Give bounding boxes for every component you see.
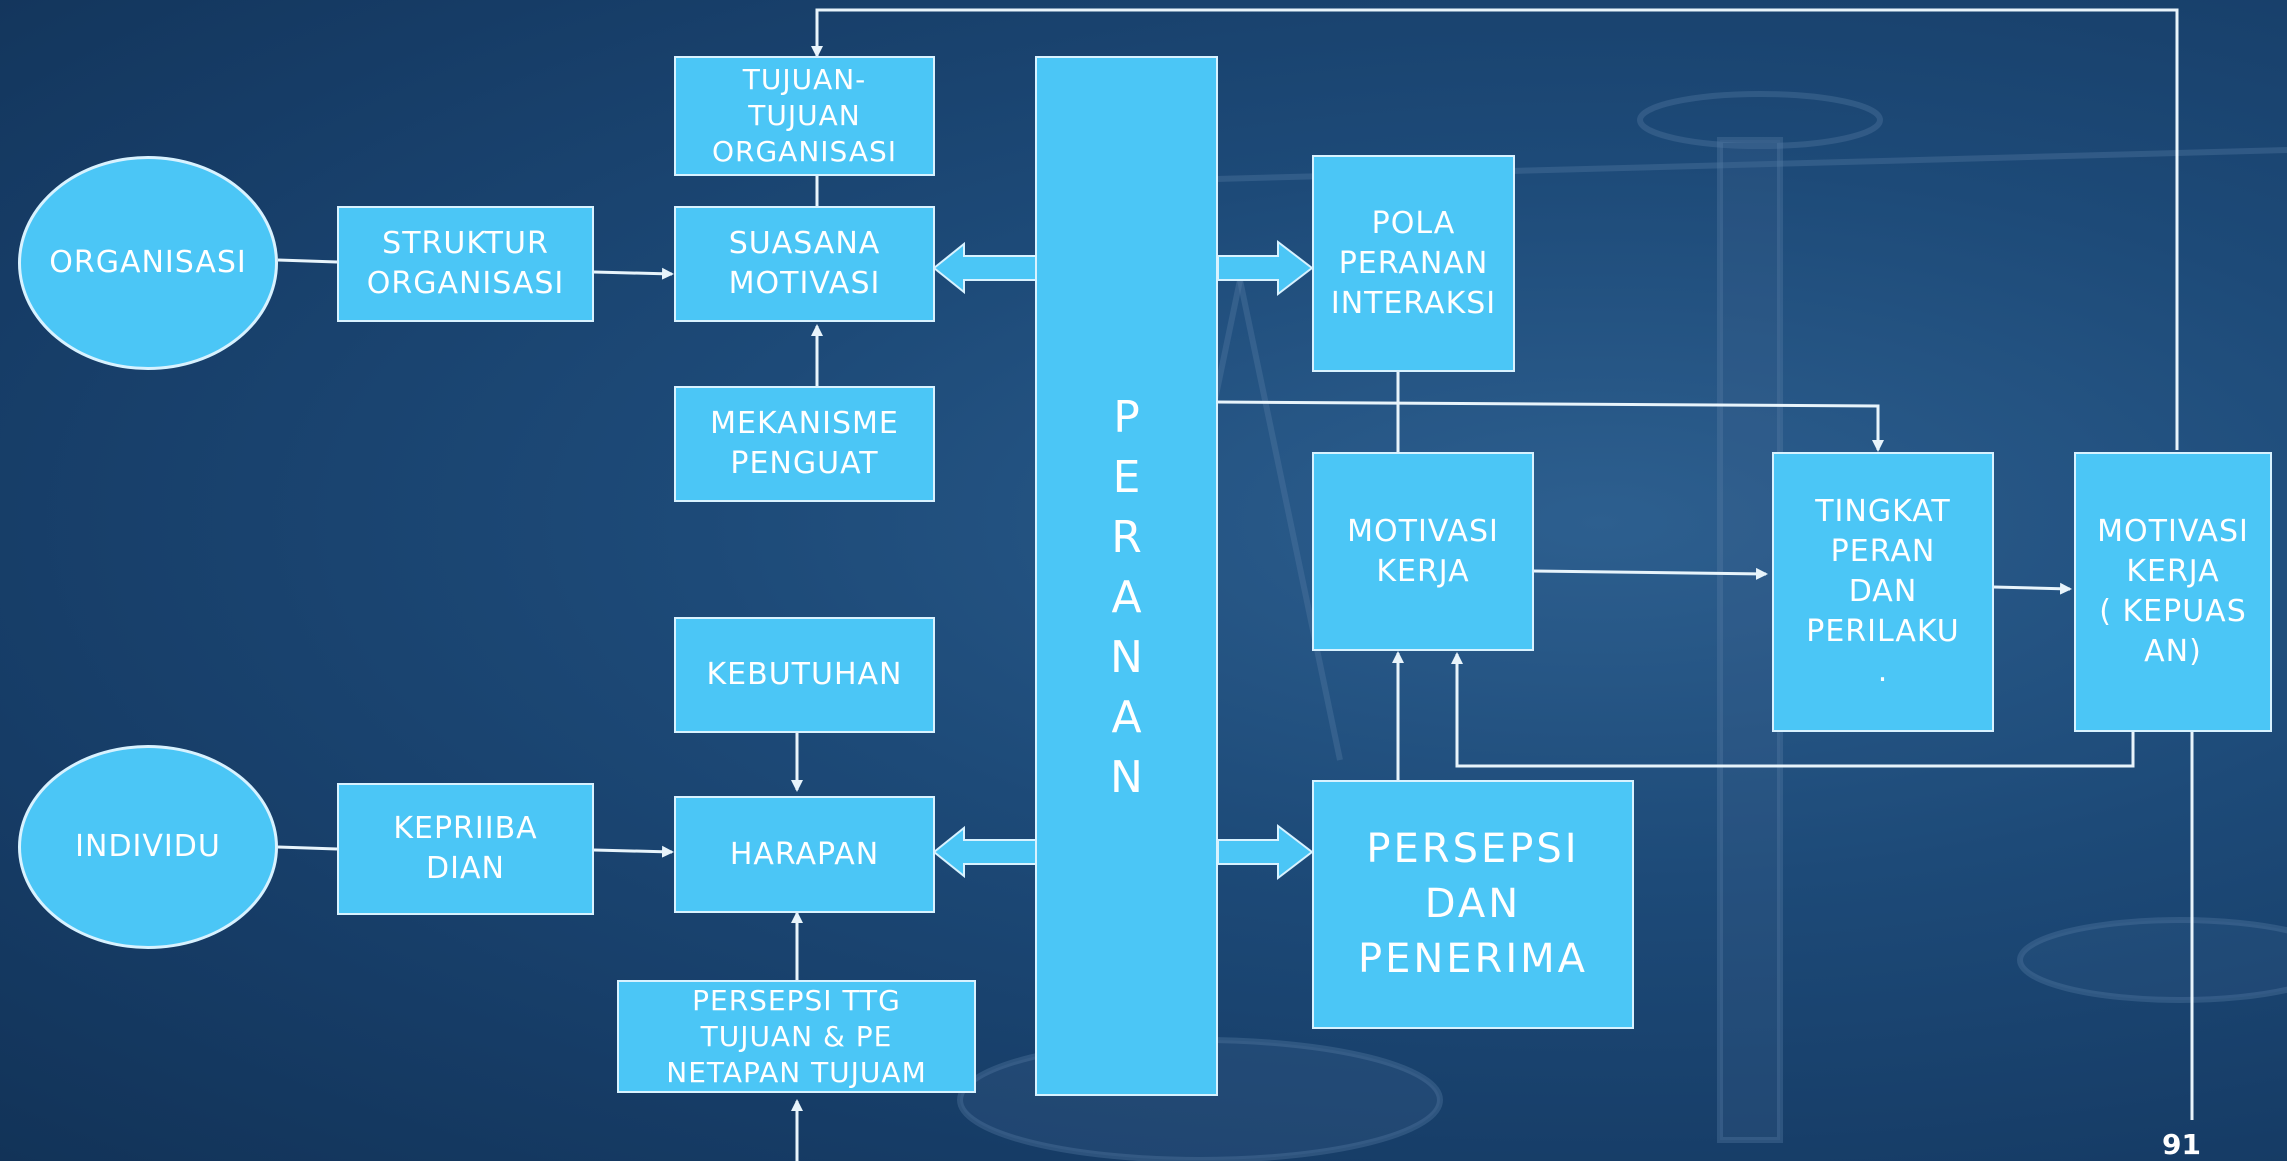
node-persepsi-dan-penerima: PERSEPSI DAN PENERIMA [1312,780,1634,1029]
node-tujuan-organisasi: TUJUAN- TUJUAN ORGANISASI [674,56,935,176]
node-harapan: HARAPAN [674,796,935,913]
node-suasana-motivasi-label: SUASANA MOTIVASI [728,226,881,301]
node-motivasi-kerja: MOTIVASI KERJA [1312,452,1534,651]
node-kebutuhan: KEBUTUHAN [674,617,935,733]
node-kepribadian-label: KEPRIIBA DIAN [393,811,538,886]
node-peranan: P E R A N A N [1035,56,1218,1096]
node-motivasi-kerja-kepuasan: MOTIVASI KERJA ( KEPUAS AN) [2074,452,2272,732]
peranan-letter: A [1111,572,1142,623]
node-kepribadian: KEPRIIBA DIAN [337,783,594,915]
connector-organisasi-struktur [277,258,338,264]
node-organisasi: ORGANISASI [18,156,278,370]
node-kebutuhan-label: KEBUTUHAN [706,657,903,692]
node-struktur-organisasi: STRUKTUR ORGANISASI [337,206,594,322]
arrow-motivasi-tingkat [1532,567,1768,580]
block-arrow-harapan-peranan [932,825,1037,879]
node-persepsi-dan-penerima-label: PERSEPSI DAN PENERIMA [1357,826,1589,982]
node-pola-peranan-interaksi: POLA PERANAN INTERAKSI [1312,155,1515,372]
node-mekanisme-penguat: MEKANISME PENGUAT [674,386,935,502]
peranan-letter: A [1111,692,1142,743]
node-tingkat-peran-perilaku-label: TINGKAT PERAN DAN PERILAKU . [1806,494,1960,689]
peranan-letter: E [1112,452,1141,503]
node-organisasi-label: ORGANISASI [49,245,247,280]
peranan-letter: R [1111,512,1142,563]
node-suasana-motivasi: SUASANA MOTIVASI [674,206,935,322]
block-arrow-peranan-pola [1217,239,1314,297]
arrow-struktur-suasana [593,267,674,280]
node-motivasi-kerja-kepuasan-label: MOTIVASI KERJA ( KEPUAS AN) [2097,514,2249,669]
connector-individu-kepribadian [277,845,338,851]
node-individu-label: INDIVIDU [75,829,221,864]
arrow-feedback-kepuasan-motivasi [1451,652,2135,768]
peranan-letter: P [1113,392,1140,443]
peranan-letter: N [1110,632,1143,683]
block-arrow-suasana-peranan [932,241,1037,295]
node-tingkat-peran-perilaku: TINGKAT PERAN DAN PERILAKU . [1772,452,1994,732]
node-persepsi-ttg-tujuan-label: PERSEPSI TTG TUJUAN & PE NETAPAN TUJUAM [666,983,927,1089]
arrow-tingkat-kepuasan [1993,582,2072,595]
node-struktur-organisasi-label: STRUKTUR ORGANISASI [366,226,565,301]
block-arrow-peranan-persepsi [1217,823,1314,881]
peranan-letter: N [1110,752,1143,803]
node-mekanisme-penguat-label: MEKANISME PENGUAT [710,406,899,481]
node-harapan-label: HARAPAN [729,836,880,872]
node-tujuan-organisasi-label: TUJUAN- TUJUAN ORGANISASI [711,63,898,168]
node-pola-peranan-interaksi-label: POLA PERANAN INTERAKSI [1330,205,1497,321]
arrow-peranan-tingkat [1216,400,1884,452]
node-motivasi-kerja-label: MOTIVASI KERJA [1347,513,1499,589]
node-persepsi-ttg-tujuan: PERSEPSI TTG TUJUAN & PE NETAPAN TUJUAM [617,980,976,1093]
arrow-kepribadian-harapan [593,845,674,858]
node-individu: INDIVIDU [18,745,278,949]
page-number: 91 [2162,1128,2201,1161]
arrow-feedback-kepuasan-tujuan [811,8,2179,450]
